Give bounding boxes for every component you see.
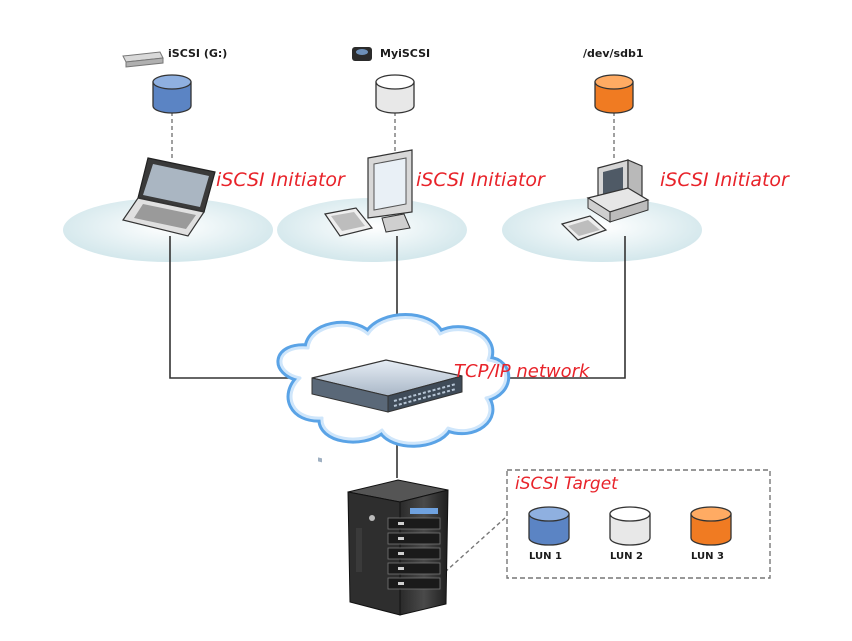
connection-lines	[169, 236, 626, 478]
network-switch-icon	[311, 359, 463, 463]
target-box	[506, 469, 771, 579]
device-label-1: iSCSI (G:)	[168, 47, 227, 60]
lun-label-2: LUN 2	[610, 551, 643, 562]
device-label-2: MyiSCSI	[380, 47, 430, 60]
client-disks	[152, 74, 634, 114]
dashed-links	[171, 112, 615, 573]
drive-icon	[352, 47, 372, 61]
client-disk-icon	[375, 74, 415, 114]
lun-disk-icon	[528, 506, 570, 546]
device-label-3: /dev/sdb1	[583, 47, 644, 60]
lun-disk-icon	[609, 506, 651, 546]
client-disk-icon	[594, 74, 634, 114]
initiator-label-1: iSCSI Initiator	[216, 169, 346, 191]
lun-disk-icon	[690, 506, 732, 546]
initiator-label-3: iSCSI Initiator	[660, 169, 790, 191]
desktop-pc-icon	[560, 159, 650, 241]
monitor-icon	[323, 149, 413, 237]
target-label: iSCSI Target	[515, 474, 619, 494]
client-disk-icon	[152, 74, 192, 114]
laptop-icon	[122, 157, 216, 237]
drive-icon	[122, 51, 164, 68]
nas-server-icon	[347, 479, 449, 616]
lun-label-1: LUN 1	[529, 551, 562, 562]
network-label: TCP/IP network	[454, 361, 591, 382]
initiator-label-2: iSCSI Initiator	[416, 169, 546, 191]
lun-disks	[528, 506, 732, 546]
lun-label-3: LUN 3	[691, 551, 724, 562]
